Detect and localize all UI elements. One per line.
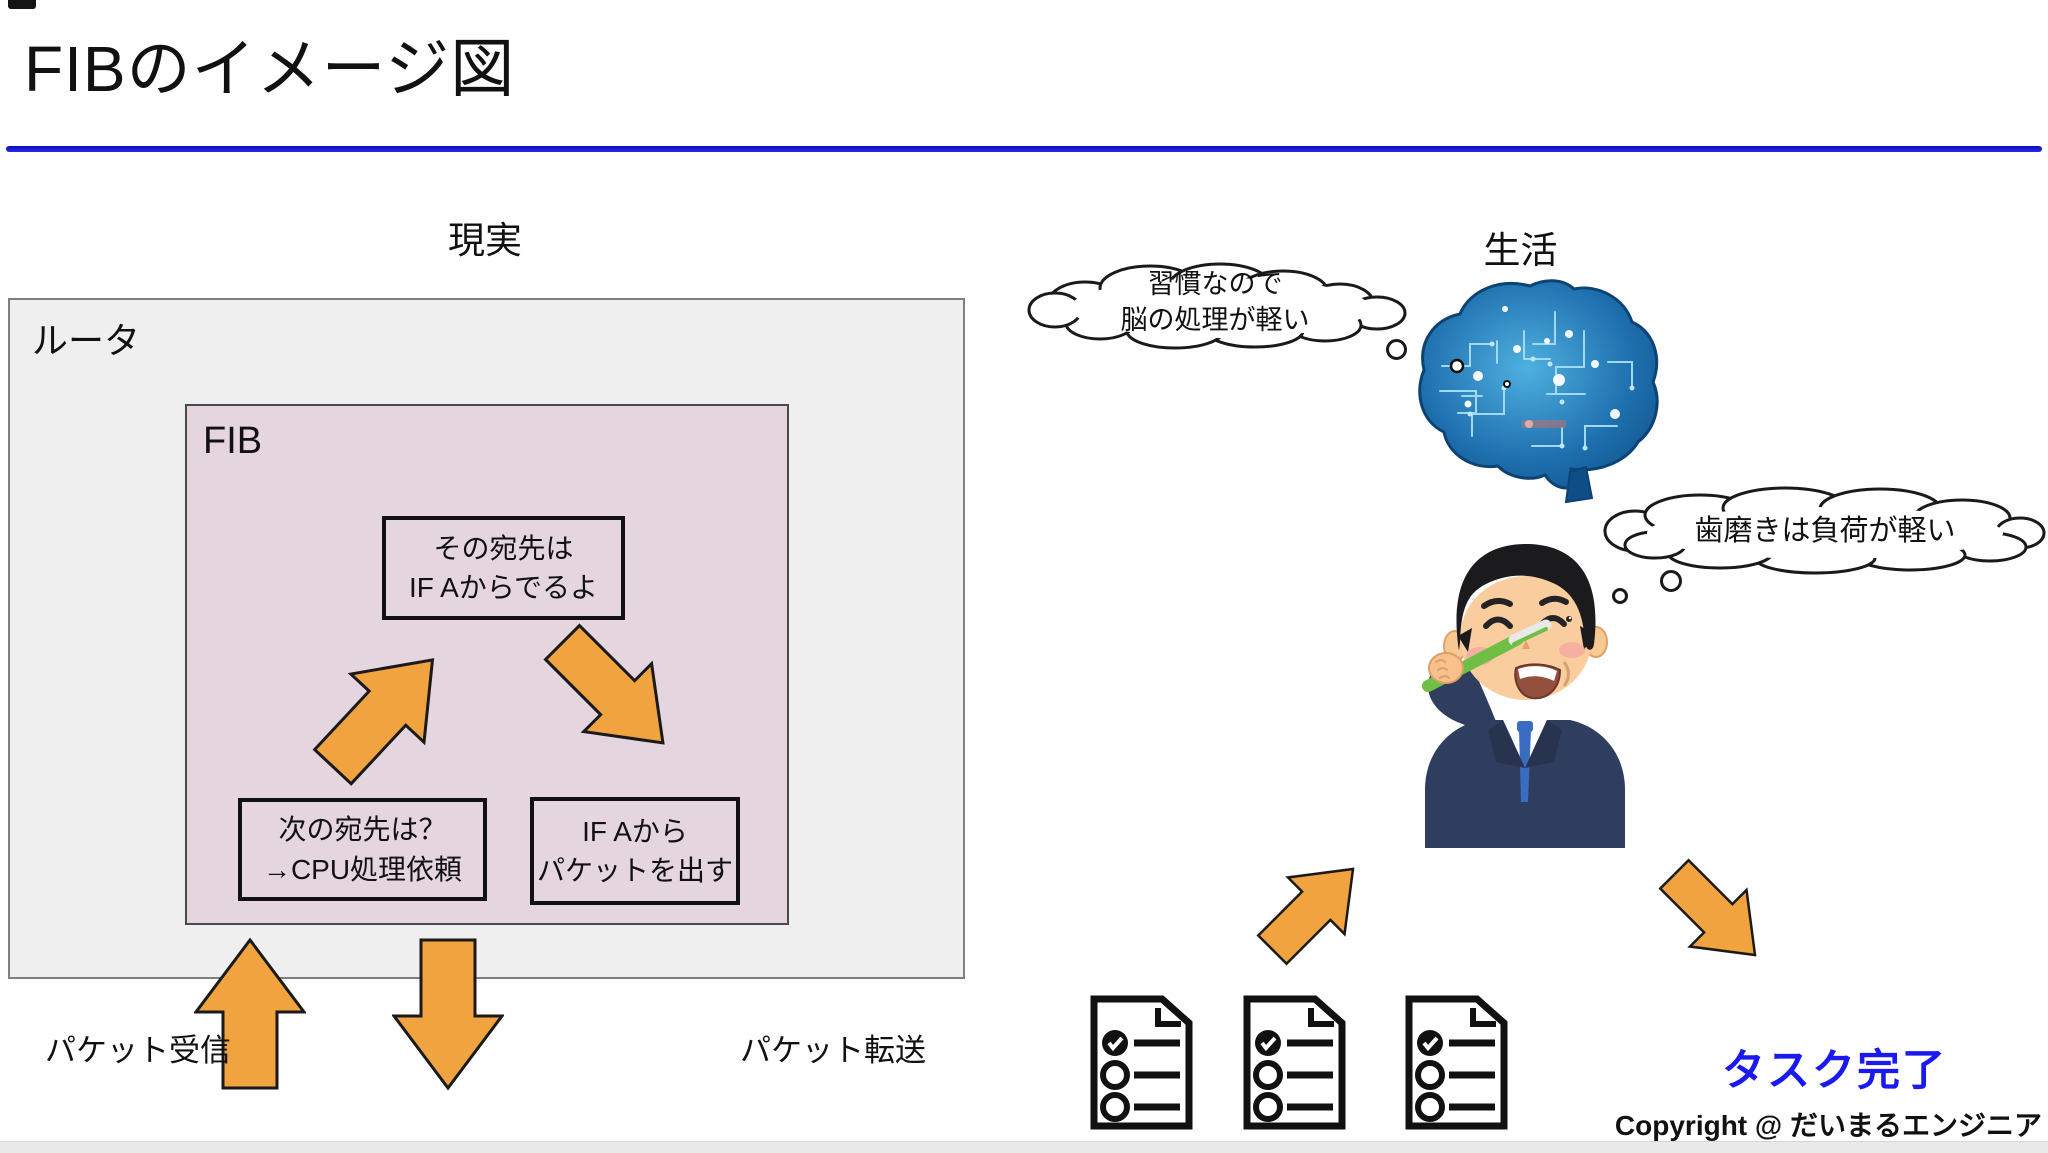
thought-bubble-toothbrush — [1603, 486, 2046, 575]
ne-arrow-icon — [1256, 867, 1355, 966]
toothbrushing-person-icon — [1422, 544, 1625, 848]
copyright-text: Copyright @ だいまるエンジニア — [1614, 1110, 2042, 1141]
packet-forward-label: パケット転送 — [740, 1033, 926, 1068]
fib-node-destination: その宛先は IF Aからでるよ — [382, 516, 625, 620]
thought-trail-dot — [1386, 339, 1407, 360]
fib-node-output: IF Aから パケットを出す — [530, 797, 740, 905]
thought-trail-dot — [1612, 588, 1628, 604]
up-arrow-icon — [194, 938, 306, 1090]
bottom-edge-strip — [0, 1141, 2048, 1153]
reality-section-label: 現実 — [448, 220, 522, 261]
task-done-label: タスク完了 — [1722, 1047, 1947, 1095]
page-title: FIBのイメージ図 — [24, 33, 516, 105]
se-arrow-icon — [1658, 858, 1757, 957]
down-arrow-icon — [392, 938, 504, 1090]
circuit-brain-icon — [1418, 279, 1659, 504]
checklist-doc-icon — [1405, 995, 1508, 1130]
life-section-label: 生活 — [1483, 230, 1558, 271]
packet-receive-label: パケット受信 — [45, 1033, 231, 1068]
title-underline — [6, 146, 2042, 152]
checklist-doc-icon — [1243, 995, 1346, 1130]
corner-artifact — [8, 0, 36, 9]
router-label: ルータ — [32, 320, 141, 361]
checklist-doc-icon — [1090, 995, 1193, 1130]
thought-text-brain: 習慣なので 脳の処理が軽い — [1120, 269, 1310, 336]
fib-box — [185, 404, 789, 925]
thought-trail-dot — [1660, 570, 1682, 592]
thought-text-toothbrush: 歯磨きは負荷が軽い — [1694, 515, 1956, 547]
se-arrow-icon — [543, 623, 665, 745]
thought-bubble-brain — [1027, 262, 1407, 350]
fib-label: FIB — [203, 420, 263, 462]
ne-arrow-icon — [312, 658, 435, 786]
fib-node-next-hop: 次の宛先は？ →CPU処理依頼 — [238, 798, 487, 901]
